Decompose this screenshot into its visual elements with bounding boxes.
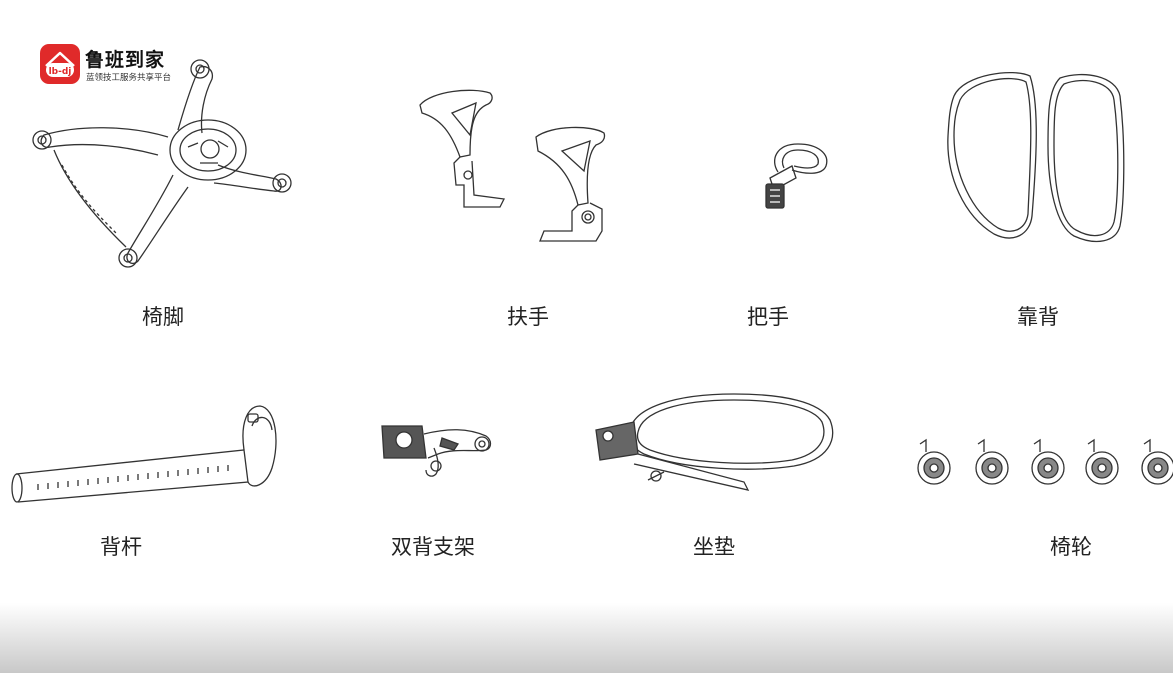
caster-wheel	[1032, 440, 1064, 484]
part-label-handle: 把手	[747, 305, 789, 329]
casters-drawing	[910, 436, 1173, 492]
chair-base-drawing	[28, 55, 298, 280]
part-label-chair-base: 椅脚	[142, 305, 184, 329]
part-label-seat-cushion: 坐垫	[693, 535, 735, 559]
back-rod-holes	[38, 465, 228, 490]
back-rod-drawing	[8, 402, 284, 510]
part-label-dual-back-bracket: 双背支架	[391, 535, 475, 559]
caster-wheel	[1086, 440, 1118, 484]
armrest-drawing	[412, 85, 612, 250]
brand-tagline: 蓝领技工服务共享平台	[86, 73, 172, 83]
caster-wheel	[1142, 440, 1173, 484]
bottom-shadow	[0, 603, 1173, 673]
brand-badge-text: lb-dj	[49, 67, 72, 77]
part-label-casters: 椅轮	[1050, 535, 1092, 559]
brand-logo-icon: lb-dj	[40, 44, 80, 84]
caster-wheel	[976, 440, 1008, 484]
caster-wheel	[918, 440, 950, 484]
part-label-back-rod: 背杆	[100, 535, 142, 559]
part-label-backrest: 靠背	[1017, 305, 1059, 329]
handle-drawing	[756, 138, 836, 213]
brand-name: 鲁班到家	[85, 49, 166, 71]
brand-logo: lb-dj 鲁班到家 蓝领技工服务共享平台	[40, 44, 200, 88]
part-label-armrest: 扶手	[507, 305, 549, 329]
backrest-drawing	[944, 66, 1130, 246]
dual-back-bracket-drawing	[378, 418, 496, 480]
seat-cushion-drawing	[594, 390, 834, 496]
